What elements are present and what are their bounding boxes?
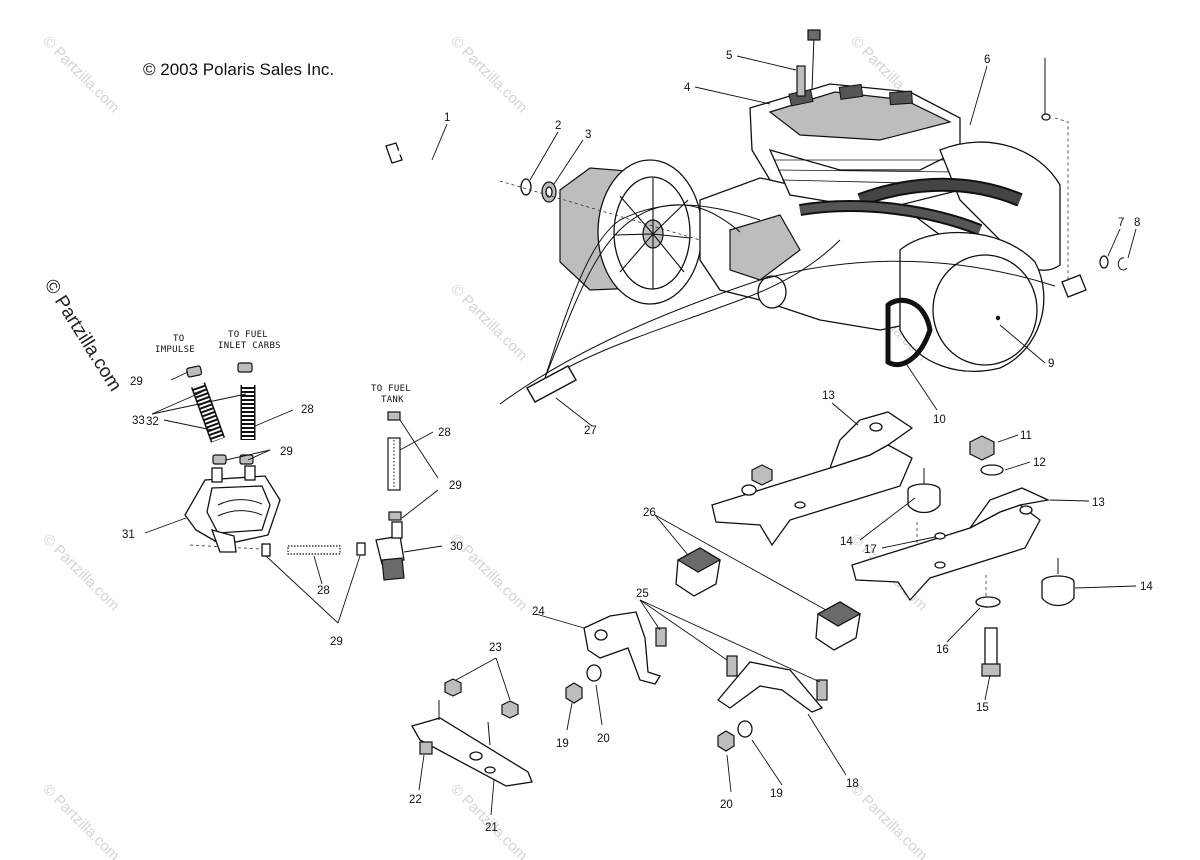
- callout-29: 29: [280, 446, 293, 458]
- rubber-block: [815, 601, 862, 651]
- callout-12: 12: [1033, 457, 1046, 469]
- washer-17: [934, 532, 946, 540]
- side-watermark: © Partzilla.com: [40, 276, 126, 396]
- callout-11: 11: [1020, 430, 1032, 442]
- recoil-cover: [885, 231, 1045, 372]
- callout-7: 7: [1118, 217, 1124, 229]
- note-to-fuel-tank-line2: TANK: [381, 395, 404, 405]
- watermark: © Partzilla.com: [447, 281, 530, 364]
- callout-13: 13: [1092, 497, 1105, 509]
- callout-18: 18: [846, 778, 859, 790]
- note-to-fuel-inlet-line2: INLET CARBS: [218, 341, 281, 351]
- washer-12: [980, 464, 1004, 476]
- note-to-impulse-line1: TO: [173, 334, 184, 344]
- spark-plug: [796, 29, 821, 97]
- callout-16: 16: [936, 644, 949, 656]
- washer-2: [520, 178, 532, 196]
- clip-8: [1117, 257, 1128, 271]
- callout-33: 33: [132, 415, 145, 427]
- watermark: © Partzilla.com: [447, 33, 530, 116]
- hose-routing-notes: TO IMPULSE TO FUEL INLET CARBS TO FUEL T…: [155, 330, 411, 405]
- note-to-fuel-tank-line1: TO FUEL: [371, 384, 411, 394]
- assembly-lines: [189, 180, 987, 610]
- nut-11: [969, 435, 995, 461]
- washer-7: [1099, 255, 1109, 269]
- callout-labels: 1 2 3 4 5 6 7 8 9 10 11 12 13 13 14 14 1…: [122, 50, 1153, 834]
- clutch-drum: [559, 159, 703, 305]
- mount-bracket-18: [717, 661, 824, 713]
- callout-20: 20: [720, 799, 733, 811]
- mount-plate-21: [411, 700, 533, 787]
- callout-24: 24: [532, 606, 545, 618]
- fuel-pump-group: [184, 362, 405, 581]
- callout-3: 3: [585, 129, 591, 141]
- callout-28: 28: [317, 585, 330, 597]
- note-to-fuel-inlet-line1: TO FUEL: [228, 330, 268, 340]
- rubber-block: [675, 547, 722, 597]
- callout-26: 26: [643, 507, 656, 519]
- rubber-mount: [907, 468, 941, 514]
- callout-28: 28: [301, 404, 314, 416]
- washer-16: [975, 596, 1001, 608]
- callout-30: 30: [450, 541, 463, 553]
- engine-assembly: [385, 29, 1128, 405]
- fuel-pump: [184, 465, 281, 553]
- callout-19: 19: [770, 788, 783, 800]
- fuel-hose: [190, 382, 256, 443]
- exhaust-pipes: [799, 141, 1061, 271]
- callout-5: 5: [726, 50, 732, 62]
- callout-8: 8: [1134, 217, 1140, 229]
- watermark: © Partzilla.com: [39, 33, 122, 116]
- callout-10: 10: [933, 414, 946, 426]
- fuel-fitting: [375, 521, 405, 581]
- note-to-impulse-line2: IMPULSE: [155, 345, 195, 355]
- callout-29: 29: [449, 480, 462, 492]
- engine-bolt: [385, 142, 501, 183]
- callout-25: 25: [636, 588, 649, 600]
- watermark: © Partzilla.com: [39, 531, 122, 614]
- callout-14: 14: [1140, 581, 1153, 593]
- callout-28: 28: [438, 427, 451, 439]
- leader-lines: [144, 55, 1137, 816]
- bolt-25: [816, 679, 828, 701]
- callout-9: 9: [1048, 358, 1054, 370]
- throttle-cable: [499, 204, 1056, 405]
- callout-2: 2: [555, 120, 561, 132]
- bolt-25: [726, 655, 738, 677]
- callout-15: 15: [976, 702, 989, 714]
- callout-13: 13: [822, 390, 835, 402]
- cylinder-head: [749, 83, 961, 211]
- rubber-mount: [1041, 558, 1075, 607]
- callout-27: 27: [584, 425, 597, 437]
- callout-6: 6: [984, 54, 990, 66]
- callout-20: 20: [597, 733, 610, 745]
- callout-32: 32: [146, 416, 159, 428]
- callout-29: 29: [130, 376, 143, 388]
- bolt-15: [981, 627, 1001, 677]
- watermark: © Partzilla.com: [847, 781, 930, 860]
- callout-31: 31: [122, 529, 135, 541]
- copyright-notice: © 2003 Polaris Sales Inc.: [143, 60, 334, 79]
- watermark: © Partzilla.com: [447, 781, 530, 860]
- callout-1: 1: [444, 112, 450, 124]
- engine-mount-brackets: [711, 411, 1075, 677]
- callout-4: 4: [684, 82, 691, 94]
- callout-22: 22: [409, 794, 422, 806]
- callout-17: 17: [864, 544, 877, 556]
- callout-21: 21: [485, 822, 498, 834]
- callout-19: 19: [556, 738, 569, 750]
- watermark: © Partzilla.com: [39, 781, 122, 860]
- mount-bracket-24: [583, 611, 667, 685]
- callout-14: 14: [840, 536, 853, 548]
- callout-23: 23: [489, 642, 502, 654]
- callout-29: 29: [330, 636, 343, 648]
